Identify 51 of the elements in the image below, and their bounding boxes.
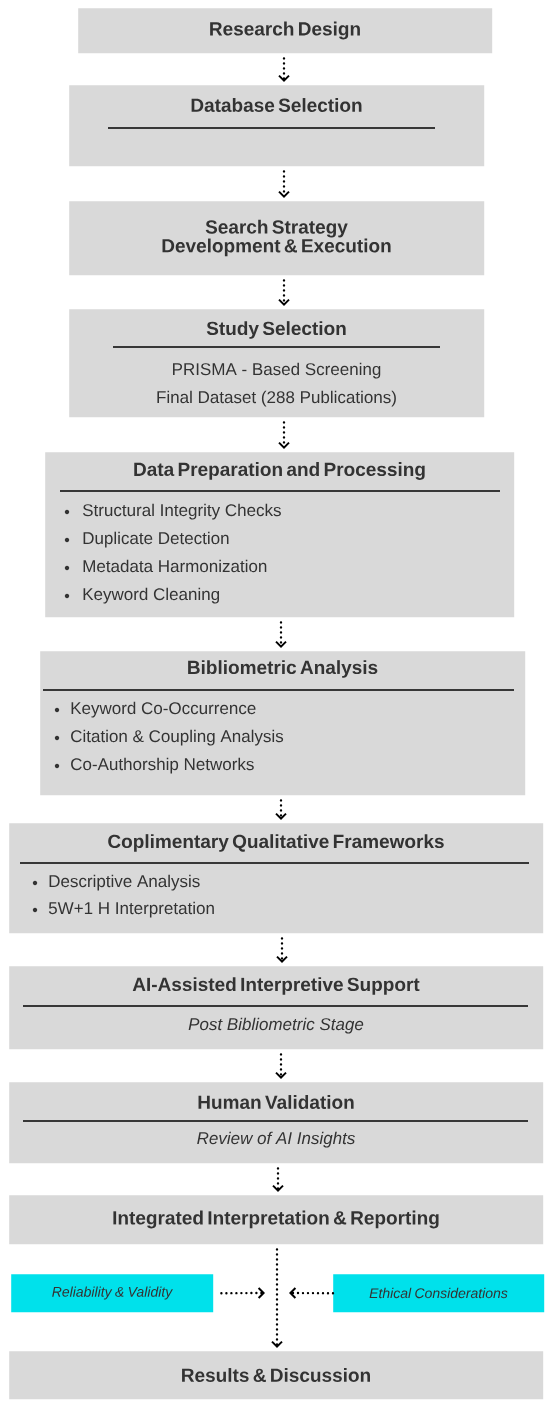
process-box (9, 1351, 544, 1400)
heading: Human Validation (198, 1095, 354, 1109)
heading: Coplimentary Qualitative Frameworks (108, 834, 444, 852)
arrow (278, 441, 290, 449)
process-box (69, 201, 485, 276)
arrow (272, 1184, 284, 1192)
arrow (278, 298, 290, 306)
process-box (9, 1195, 544, 1245)
heading: Results & Discussion (182, 1368, 370, 1382)
arrow (278, 74, 290, 82)
process-box (40, 651, 526, 796)
arrow (220, 1287, 265, 1300)
bullet-item: 5W+1 H Interpretation (32, 901, 214, 918)
subtitle: Post Bibliometric Stage (188, 1017, 364, 1034)
box-label: Ethical Considerations (369, 1287, 508, 1299)
arrow (271, 1340, 283, 1348)
bullet-item: Descriptive Analysis (32, 874, 200, 891)
bullet-item: Keyword Cleaning (64, 587, 220, 604)
arrow (275, 1071, 287, 1079)
arrow (276, 955, 288, 963)
arrow (289, 1287, 335, 1300)
bullet-item: Citation & Coupling Analysis (54, 729, 284, 746)
arrow (275, 812, 287, 820)
process-box (9, 966, 544, 1050)
arrow (275, 640, 287, 648)
heading: Research Design (210, 21, 360, 40)
process-box (9, 1082, 544, 1164)
bullet-item: Duplicate Detection (64, 531, 229, 548)
process-box (9, 823, 544, 934)
bullet-item: Structural Integrity Checks (64, 503, 281, 520)
arrow (278, 190, 290, 198)
heading: Study Selection (206, 321, 346, 339)
bullet-item: Keyword Co-Occurrence (54, 701, 256, 718)
heading: Data Preparation and Processing (134, 462, 425, 480)
bullet-item: Co-Authorship Networks (54, 757, 254, 774)
process-box (69, 85, 485, 167)
heading: Search Strategy Development & Execution (162, 219, 391, 257)
body-text: PRISMA - Based Screening (173, 362, 381, 379)
body-text: Final Dataset (288 Publications) (157, 390, 396, 407)
heading: Database Selection (191, 98, 362, 112)
process-box (69, 309, 485, 418)
heading: Bibliometric Analysis (188, 660, 378, 678)
subtitle: Review of AI Insights (197, 1131, 355, 1148)
bullet-item: Metadata Harmonization (64, 559, 267, 573)
box-label: Reliability & Validity (52, 1286, 173, 1300)
label-box (11, 1274, 214, 1313)
process-box (45, 452, 515, 618)
label-box (333, 1274, 545, 1313)
process-box (78, 8, 493, 54)
heading: Integrated Interpretation & Reporting (113, 1210, 439, 1229)
heading: AI-Assisted Interpretive Support (132, 977, 420, 995)
